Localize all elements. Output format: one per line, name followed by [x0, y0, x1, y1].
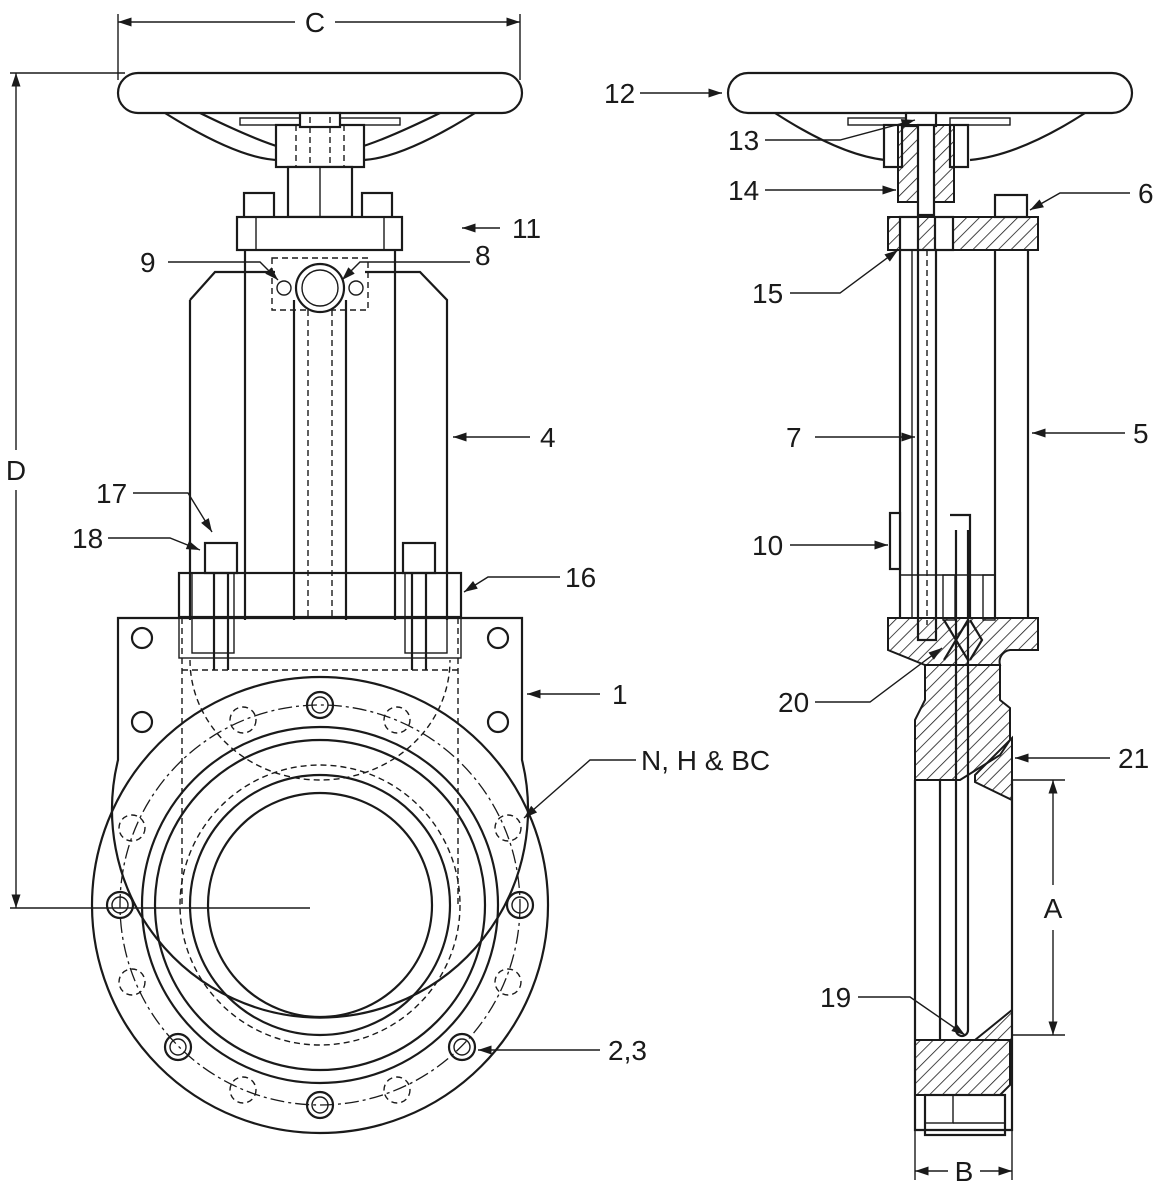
callout-2-3: 2,3 — [608, 1035, 647, 1066]
callout-6: 6 — [1138, 178, 1154, 209]
front-handwheel — [116, 71, 524, 115]
side-packing-flange — [887, 617, 1039, 666]
callout-10: 10 — [752, 530, 783, 561]
callout-15: 15 — [752, 278, 783, 309]
dim-a-label: A — [1044, 893, 1063, 924]
dimension-b: B — [914, 1130, 1013, 1187]
callout-18: 18 — [72, 523, 103, 554]
front-view — [90, 71, 550, 1135]
front-callouts: 11 9 8 4 17 18 16 1 N, H & BC 2,3 — [72, 213, 770, 1066]
callout-19: 19 — [820, 982, 851, 1013]
callout-1: 1 — [612, 679, 628, 710]
callout-21: 21 — [1118, 743, 1149, 774]
callout-7: 7 — [786, 422, 802, 453]
callout-4: 4 — [540, 422, 556, 453]
dim-c-label: C — [305, 7, 325, 38]
side-callouts: 12 13 14 6 15 7 5 10 20 21 19 — [604, 78, 1154, 1036]
front-bolt-holes — [105, 690, 535, 1120]
callout-17: 17 — [96, 478, 127, 509]
front-handwheel-spokes — [164, 112, 476, 162]
callout-14: 14 — [728, 175, 759, 206]
dimension-c: C — [117, 7, 521, 80]
front-yoke — [188, 270, 449, 620]
dim-d-label: D — [6, 455, 26, 486]
front-hub — [274, 123, 366, 169]
front-gland-plate — [178, 572, 462, 618]
callout-16: 16 — [565, 562, 596, 593]
dim-b-label: B — [955, 1156, 974, 1187]
callout-9: 9 — [140, 247, 156, 278]
callout-nhbc: N, H & BC — [641, 745, 770, 776]
callout-13: 13 — [728, 125, 759, 156]
callout-5: 5 — [1133, 418, 1149, 449]
dimension-a: A — [1012, 779, 1065, 1036]
side-body-lower — [914, 1039, 1011, 1096]
front-top-plate — [235, 215, 404, 252]
callout-20: 20 — [778, 687, 809, 718]
dimension-d: D — [6, 72, 310, 909]
callout-8: 8 — [475, 240, 491, 271]
side-handwheel — [726, 71, 1134, 115]
callout-11: 11 — [512, 213, 541, 244]
side-view — [726, 71, 1134, 1137]
callout-12: 12 — [604, 78, 635, 109]
